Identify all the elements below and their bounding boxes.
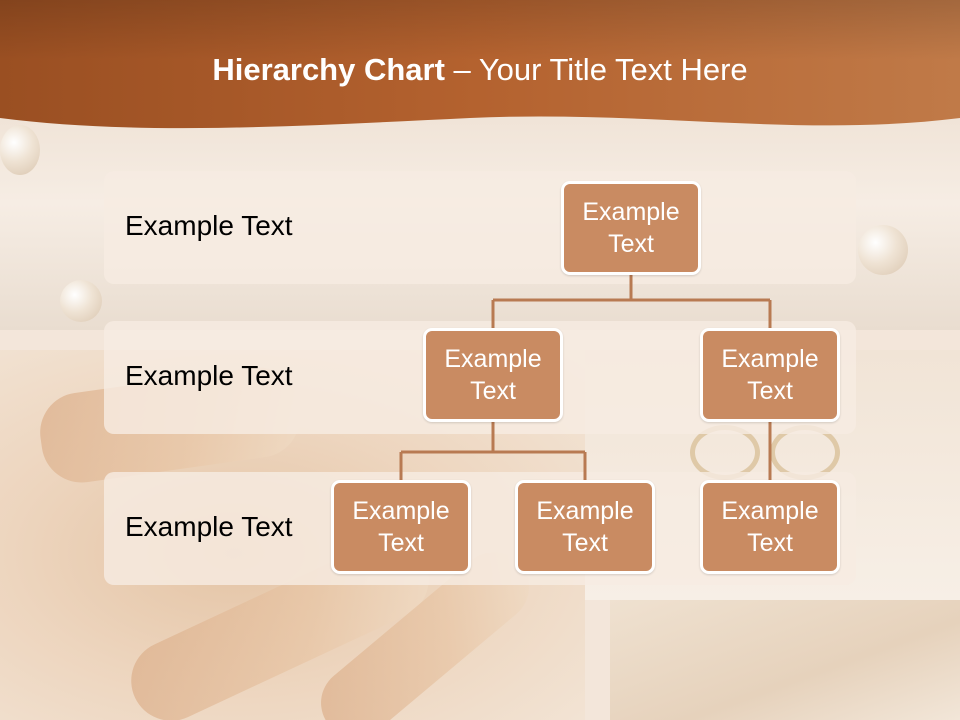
title-rest: – Your Title Text Here: [444, 52, 748, 87]
node-level2-left-label: Example Text: [444, 344, 542, 406]
connector-root-to-level2: [491, 275, 772, 330]
node-level3-a-label: Example Text: [352, 496, 450, 558]
node-level2-right[interactable]: Example Text: [700, 328, 840, 422]
pearl-decoration: [60, 280, 102, 322]
node-root[interactable]: Example Text: [561, 181, 701, 275]
level-label-1: Example Text: [125, 210, 293, 241]
node-level3-b[interactable]: Example Text: [515, 480, 655, 574]
node-level2-right-label: Example Text: [721, 344, 819, 406]
node-level3-c[interactable]: Example Text: [700, 480, 840, 574]
background-tile-ribbon: [610, 600, 960, 720]
pearl-decoration: [858, 225, 908, 275]
header-band: Hierarchy Chart – Your Title Text Here: [0, 0, 960, 140]
page-title: Hierarchy Chart – Your Title Text Here: [0, 52, 960, 88]
connector-left-to-level3: [399, 421, 587, 482]
node-level3-c-label: Example Text: [721, 496, 819, 558]
node-level2-left[interactable]: Example Text: [423, 328, 563, 422]
level-band-1: [104, 171, 856, 284]
node-root-label: Example Text: [582, 197, 680, 259]
node-level3-a[interactable]: Example Text: [331, 480, 471, 574]
pearl-decoration: [0, 125, 40, 175]
level-label-2: Example Text: [125, 360, 293, 391]
title-bold: Hierarchy Chart: [212, 52, 445, 87]
node-level3-b-label: Example Text: [536, 496, 634, 558]
level-label-3: Example Text: [125, 511, 293, 542]
